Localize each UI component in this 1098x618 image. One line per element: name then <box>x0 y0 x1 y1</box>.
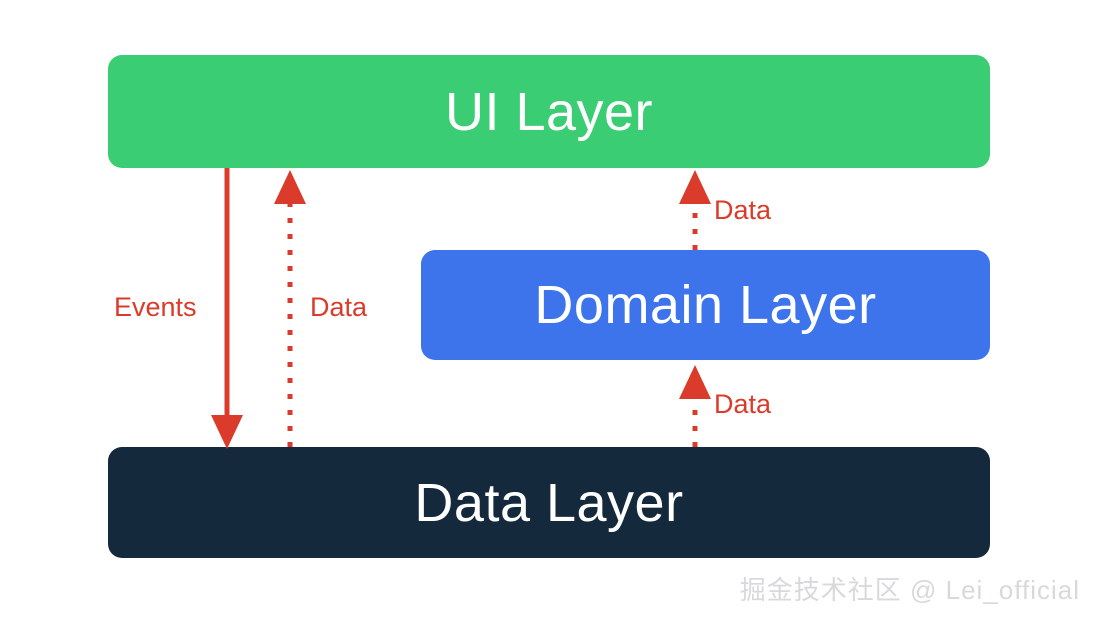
ui-layer-box: UI Layer <box>108 55 990 168</box>
domain-to-ui-arrow <box>679 170 711 250</box>
data-to-ui-arrow-head <box>274 170 306 204</box>
data-to-domain-arrow-head <box>679 365 711 399</box>
domain-layer-label: Domain Layer <box>534 275 877 335</box>
domain-to-ui-edge-label: Data <box>714 195 772 225</box>
events-edge-label: Events <box>114 292 197 322</box>
events-arrow <box>211 168 243 449</box>
data-to-ui-edge-label: Data <box>310 292 368 322</box>
data-to-ui-arrow <box>274 170 306 447</box>
domain-layer-box: Domain Layer <box>421 250 990 360</box>
data-layer-label: Data Layer <box>414 472 684 533</box>
data-to-domain-edge-label: Data <box>714 389 772 419</box>
domain-to-ui-arrow-head <box>679 170 711 204</box>
data-layer-box: Data Layer <box>108 447 990 558</box>
ui-layer-label: UI Layer <box>444 81 654 142</box>
watermark: 掘金技术社区 @ Lei_official <box>739 575 1080 605</box>
events-arrow-head <box>211 415 243 449</box>
data-to-domain-arrow <box>679 365 711 447</box>
